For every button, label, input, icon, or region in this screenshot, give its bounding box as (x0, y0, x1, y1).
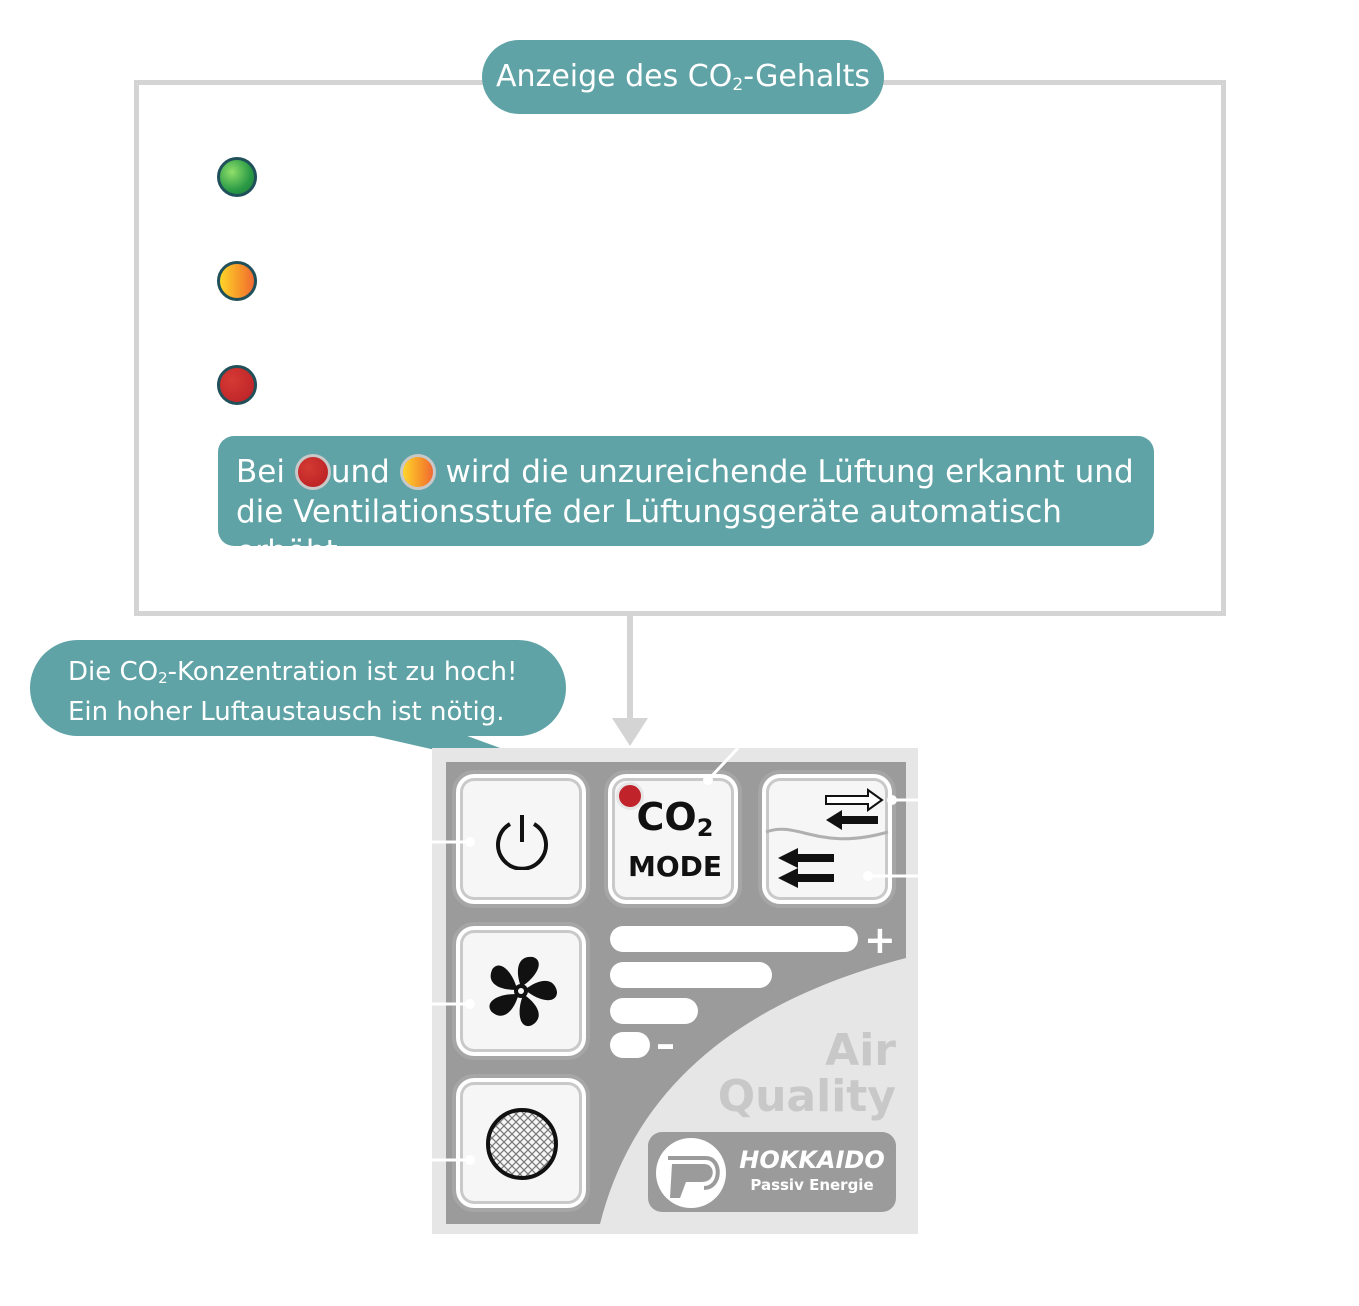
minus-icon: – (656, 1022, 675, 1066)
orange-led-icon (217, 261, 257, 301)
note-text-2: und (330, 454, 390, 490)
co2-status-led-icon (616, 782, 644, 810)
airflow-arrows-icon (765, 788, 889, 888)
orange-led-icon (399, 454, 436, 490)
title-text: Anzeige des CO (496, 59, 733, 94)
note-box: Bei und wird die unzureichende Lüftung e… (218, 436, 1154, 570)
air-quality-label: Air Quality (700, 1028, 896, 1120)
air-text: Air (825, 1025, 896, 1076)
logo-p-icon (668, 1156, 720, 1198)
logo-subtitle: Passiv Energie (750, 1176, 874, 1194)
connector-arrow-icon (612, 718, 648, 746)
red-led-icon (217, 365, 257, 405)
red-led-icon (294, 454, 331, 490)
note-text-4: die Ventilationsstufe der Lüftungsgeräte… (236, 494, 1062, 570)
green-led-icon (217, 157, 257, 197)
bubble-text-3: Ein hoher Luftaustausch ist nötig. (68, 697, 505, 727)
logo-name: HOKKAIDO (739, 1146, 885, 1174)
note-text-3: wird die unzureichende Lüftung erkannt u… (445, 454, 1134, 490)
quality-text: Quality (717, 1071, 896, 1122)
power-icon (496, 815, 548, 870)
co2-text: CO (636, 795, 697, 839)
note-text-1: Bei (236, 454, 285, 490)
level-bar-1 (610, 1032, 650, 1058)
bubble-text-2: -Konzentration ist zu hoch! (167, 657, 518, 687)
co2-label: CO2 (606, 796, 744, 849)
bubble-text-1: Die CO (68, 657, 159, 687)
title-subscript: 2 (732, 75, 744, 95)
co2-subscript: 2 (696, 814, 714, 842)
fan-icon (489, 956, 558, 1027)
mode-label: MODE (627, 850, 723, 883)
title-suffix: -Gehalts (743, 59, 870, 94)
connector-line (627, 616, 633, 722)
level-bar-3 (610, 962, 772, 988)
level-bar-4 (610, 926, 858, 952)
bubble-subscript: 2 (158, 669, 168, 687)
filter-icon (486, 1108, 558, 1180)
level-bar-2 (610, 998, 698, 1024)
alert-bubble: Die CO2-Konzentration ist zu hoch! Ein h… (30, 640, 566, 736)
title-label: Anzeige des CO2-Gehalts (482, 40, 884, 114)
plus-icon: + (864, 918, 896, 962)
